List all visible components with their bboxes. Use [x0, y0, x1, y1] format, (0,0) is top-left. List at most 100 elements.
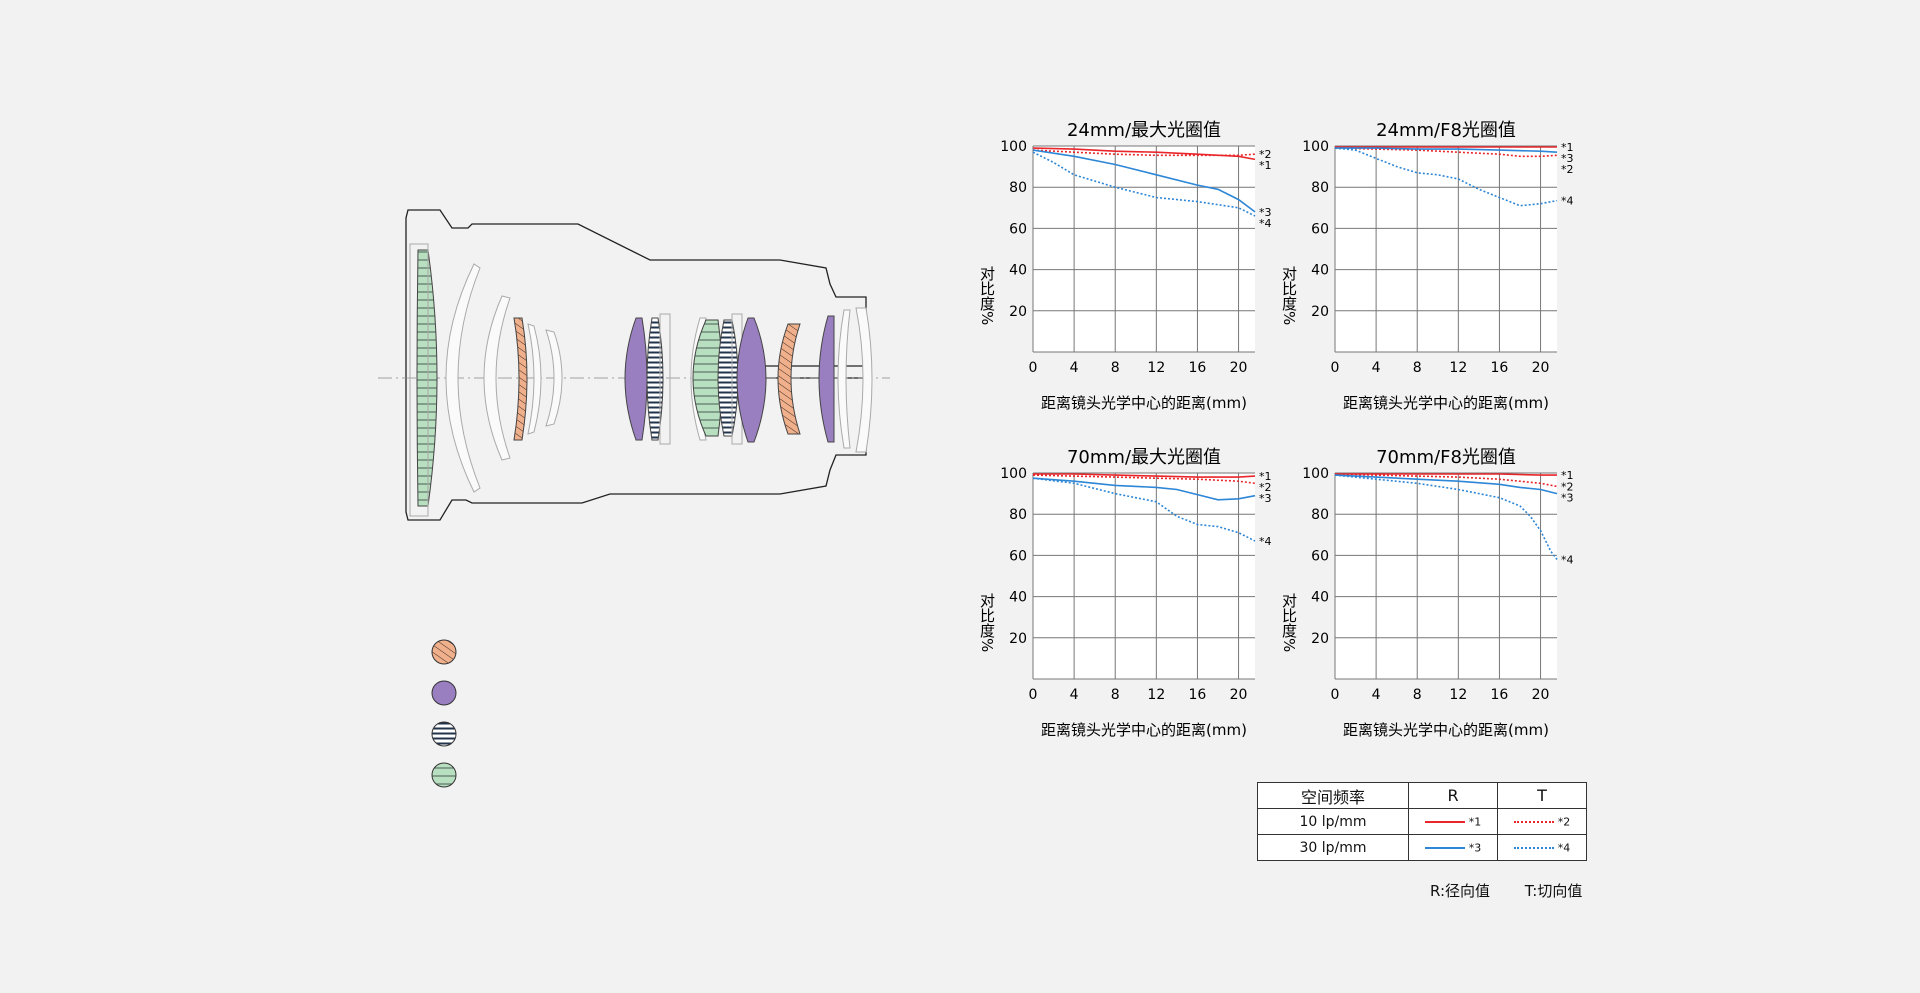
x-tick-label: 8	[1111, 687, 1120, 703]
x-tick-label: 8	[1413, 687, 1422, 703]
lens-element-purple-3	[818, 315, 835, 443]
lens-cross-section-diagram	[378, 209, 890, 521]
x-axis-label: 距离镜头光学中心的距离(mm)	[1343, 721, 1549, 739]
lens-material-legend	[431, 639, 457, 788]
lens-element-orange-2	[777, 323, 801, 435]
y-tick-label: 20	[1311, 304, 1329, 320]
freq-cell: 30 lp/mm	[1257, 834, 1409, 861]
x-tick-label: 0	[1029, 687, 1038, 703]
lens-element-clear-3	[483, 295, 511, 461]
series-line-3	[1032, 477, 1256, 501]
series-end-label: *2	[1259, 481, 1272, 494]
lens-element-navy-1	[646, 317, 664, 441]
y-axis-label: 对比度%	[978, 593, 996, 652]
lens-element-purple-1	[624, 317, 648, 441]
x-tick-label: 20	[1532, 360, 1550, 376]
y-tick-label: 60	[1311, 221, 1329, 237]
series-end-label: *2	[1561, 163, 1574, 176]
x-tick-label: 4	[1070, 360, 1079, 376]
series-end-label: *1	[1259, 159, 1272, 172]
y-tick-label: 100	[1302, 139, 1329, 155]
series-end-label: *3	[1561, 152, 1574, 165]
series-end-label: *4	[1561, 554, 1574, 567]
y-tick-label: 20	[1009, 304, 1027, 320]
plot-area	[1335, 473, 1557, 679]
freq-cell: 10 lp/mm	[1257, 808, 1409, 835]
series-end-label: *3	[1561, 491, 1574, 504]
lens-element-orange-1	[513, 317, 528, 441]
header-r: R	[1408, 782, 1498, 809]
chart-title: 24mm/最大光圈值	[1067, 120, 1221, 141]
table-row: 10 lp/mm *1 *2	[1257, 808, 1587, 835]
y-tick-label: 100	[1000, 466, 1027, 482]
purple-circle-icon	[431, 680, 457, 706]
x-tick-label: 4	[1070, 687, 1079, 703]
orange-hatched-circle-icon	[431, 639, 457, 665]
x-tick-label: 12	[1147, 687, 1165, 703]
plot-area	[1033, 146, 1255, 352]
lens-element-clear-7	[837, 309, 851, 449]
x-axis-label: 距离镜头光学中心的距离(mm)	[1041, 721, 1247, 739]
series-line-1	[1335, 473, 1557, 476]
y-tick-label: 60	[1009, 221, 1027, 237]
series-end-label: *1	[1561, 469, 1574, 482]
series-end-label: *4	[1259, 217, 1272, 230]
chart-title: 70mm/F8光圈值	[1376, 447, 1516, 468]
x-tick-label: 8	[1413, 360, 1422, 376]
y-tick-label: 20	[1009, 631, 1027, 647]
y-tick-label: 100	[1000, 139, 1027, 155]
series-end-label: *1	[1259, 470, 1272, 483]
y-tick-label: 20	[1311, 631, 1329, 647]
y-tick-label: 80	[1311, 180, 1329, 196]
lens-element-navy-2	[717, 319, 739, 437]
plot-area	[1033, 473, 1255, 679]
x-tick-label: 0	[1331, 360, 1340, 376]
x-tick-label: 0	[1331, 687, 1340, 703]
series-line-2	[1032, 149, 1256, 157]
x-tick-label: 0	[1029, 360, 1038, 376]
x-tick-label: 16	[1189, 360, 1207, 376]
lens-element-clear-8	[855, 307, 873, 453]
series-line-3	[1334, 474, 1558, 495]
table-row: 30 lp/mm *3 *4	[1257, 834, 1587, 861]
series-end-label: *2	[1259, 148, 1272, 161]
series-line-2	[1334, 473, 1558, 488]
note-tangential: T:切向值	[1524, 882, 1583, 900]
t-key-cell: *2	[1497, 808, 1587, 835]
series-end-label: *4	[1259, 535, 1272, 548]
blue-solid-line-swatch	[1424, 846, 1465, 849]
y-axis-label: 对比度%	[978, 266, 996, 325]
green-striped-circle-icon	[431, 762, 457, 788]
lens-element-green-1	[416, 249, 438, 507]
navy-striped-circle-icon	[431, 721, 457, 747]
spatial-frequency-table: 空间频率 R T 10 lp/mm *1 *2 30 lp/mm *3 *4	[1257, 782, 1587, 861]
lens-element-clear-4	[527, 323, 542, 435]
x-tick-label: 12	[1147, 360, 1165, 376]
series-line-3	[1032, 149, 1256, 213]
x-tick-label: 16	[1189, 687, 1207, 703]
header-freq: 空间频率	[1257, 782, 1409, 809]
chart-title: 24mm/F8光圈值	[1376, 120, 1516, 141]
y-tick-label: 40	[1009, 263, 1027, 279]
header-t: T	[1497, 782, 1587, 809]
series-line-4	[1334, 147, 1558, 207]
series-end-label: *4	[1561, 195, 1574, 208]
series-end-label: *3	[1259, 206, 1272, 219]
x-axis-label: 距离镜头光学中心的距离(mm)	[1041, 394, 1247, 412]
red-solid-line-swatch	[1424, 820, 1465, 823]
x-tick-label: 16	[1491, 360, 1509, 376]
x-tick-label: 4	[1372, 687, 1381, 703]
series-end-label: *1	[1561, 141, 1574, 154]
series-line-4	[1032, 151, 1256, 217]
table-header-row: 空间频率 R T	[1257, 782, 1587, 809]
y-tick-label: 40	[1009, 590, 1027, 606]
y-tick-label: 80	[1009, 507, 1027, 523]
series-end-label: *3	[1259, 492, 1272, 505]
series-line-2	[1032, 474, 1256, 485]
series-line-1	[1032, 147, 1256, 161]
series-line-3	[1335, 147, 1558, 153]
note-radial: R:径向值	[1430, 882, 1491, 900]
y-tick-label: 60	[1311, 548, 1329, 564]
